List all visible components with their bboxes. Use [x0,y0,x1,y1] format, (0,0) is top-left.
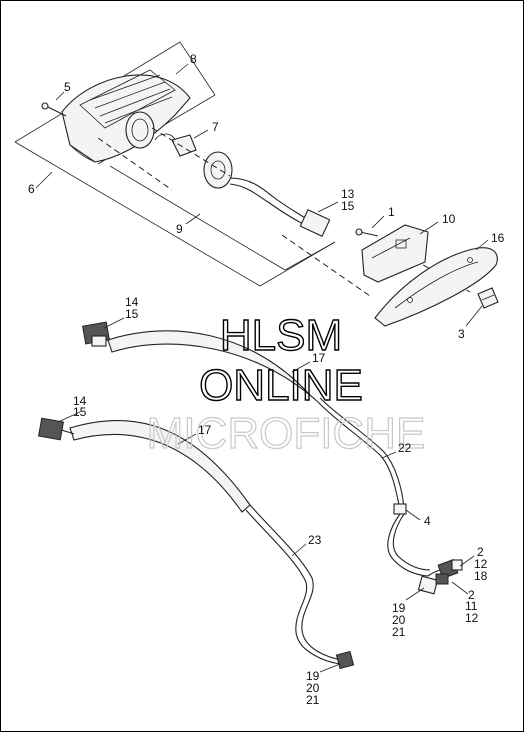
callout-4: 4 [424,514,431,528]
callout-15-top: 15 [341,199,355,213]
callout-12-lower: 12 [465,611,479,625]
callout-14-upper: 14 [125,295,139,309]
callout-8: 8 [190,52,197,66]
callout-17-lower: 17 [198,423,212,437]
callout-19-mid: 19 [392,601,406,615]
callout-15-lower: 15 [73,405,87,419]
screw-part-5 [41,102,67,117]
callout-5: 5 [64,80,71,94]
watermark-line2: ONLINE [199,361,363,410]
bulb-part [154,133,197,157]
callout-16: 16 [491,231,505,245]
lamp-housing-part [61,69,191,163]
watermark-line3: MICROFICHE [147,409,426,458]
callout-13: 13 [341,187,355,201]
connector-end [335,650,355,670]
callout-18: 18 [474,569,488,583]
callout-2-upper: 2 [477,545,484,559]
callout-9: 9 [176,222,183,236]
clip-part-3 [477,287,499,309]
callout-15-upper: 15 [125,307,139,321]
cover-part-16 [374,247,498,327]
callout-7: 7 [212,120,219,134]
callout-2-lower: 2 [468,588,475,602]
harness-lower [38,417,343,665]
leader-lines [35,63,489,673]
callout-11: 11 [465,599,478,613]
callout-17-upper: 17 [312,351,326,365]
callouts: 1 2 12 18 2 11 12 3 4 5 6 7 8 9 10 13 15… [28,52,505,707]
bracket-part-10 [361,224,429,283]
callout-20-bottom: 20 [306,681,320,695]
callout-10: 10 [442,212,456,226]
callout-20-mid: 20 [392,613,406,627]
callout-23: 23 [308,533,322,547]
watermark: HLSM ONLINE MICROFICHE [146,310,426,458]
callout-12-upper: 12 [474,557,488,571]
callout-6: 6 [28,182,35,196]
callout-22: 22 [398,441,412,455]
socket-harness [203,151,331,237]
harness-upper [82,321,405,511]
callout-19-bottom: 19 [306,669,320,683]
screw-part-1 [355,228,379,237]
watermark-line1: HLSM [220,311,342,360]
connector-group-lower [417,573,449,595]
callout-21-bottom: 21 [306,693,320,707]
callout-3: 3 [458,327,465,341]
callout-1: 1 [388,205,395,219]
callout-14-lower: 14 [73,394,87,408]
bracket-outline [14,41,336,287]
branch-harness [387,503,453,577]
callout-21-mid: 21 [392,625,406,639]
